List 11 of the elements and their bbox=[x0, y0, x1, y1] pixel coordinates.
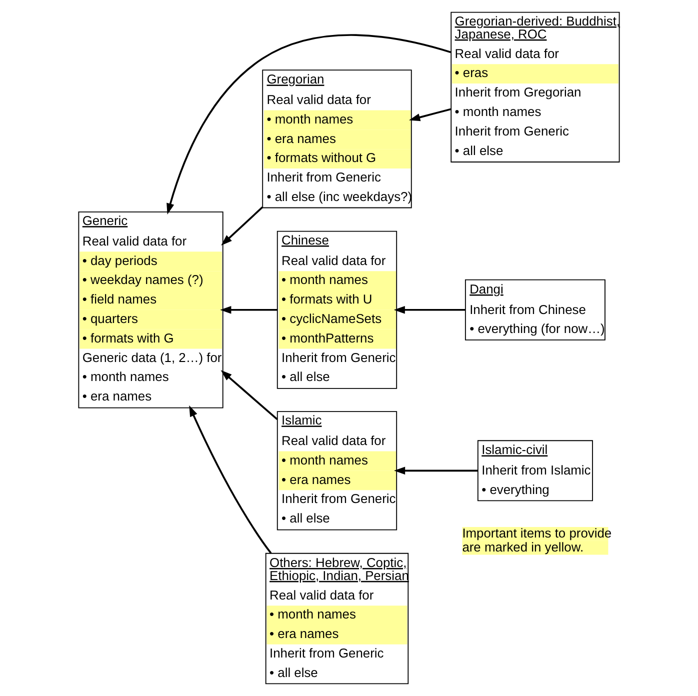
arrow bbox=[220, 306, 278, 314]
arrow bbox=[166, 34, 452, 214]
arrow bbox=[220, 370, 278, 420]
arrow bbox=[394, 306, 466, 314]
legend-label: Important items to provide are marked in yellow. bbox=[462, 525, 612, 554]
arrow bbox=[408, 108, 452, 122]
arrow bbox=[394, 466, 478, 475]
arrow bbox=[189, 405, 272, 554]
arrow bbox=[221, 206, 264, 246]
node-box: Islamic-civil Inherit from Islamic • everything bbox=[477, 440, 593, 502]
node-box: Dangi Inherit from Chinese • everything (for now…) bbox=[464, 279, 606, 340]
